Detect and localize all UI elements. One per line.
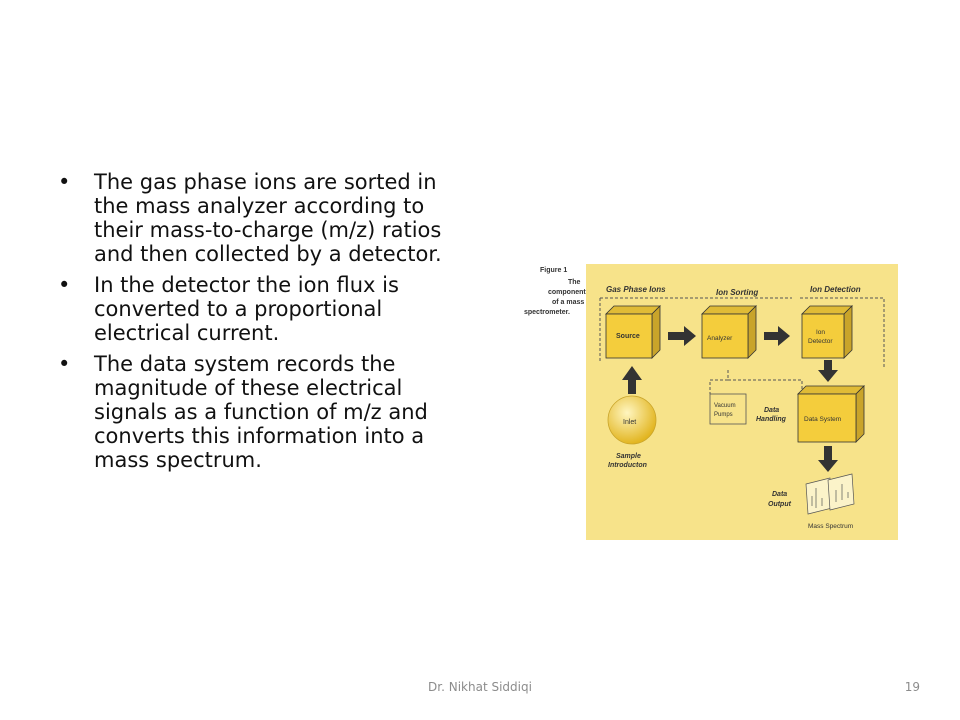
caption-line: Figure 1 — [540, 267, 567, 274]
data-handling-label: Data — [764, 407, 779, 414]
ion-detector-label: Ion — [816, 329, 825, 336]
figure-diagram: Figure 1 The components of a mass spectr… — [524, 264, 898, 540]
data-output-label: Data — [772, 491, 787, 498]
vacuum-pumps-box: Vacuum Pumps — [709, 393, 747, 425]
ion-detector-box: Ion Detector — [801, 305, 853, 359]
dashed-connector — [709, 370, 803, 394]
bullet-item: • In the detector the ion flux is conver… — [58, 273, 399, 345]
data-handling-label: Handling — [756, 416, 787, 423]
caption-line: spectrometer. — [524, 309, 570, 316]
mass-spectrometer-figure: Figure 1 The components of a mass spectr… — [510, 262, 902, 542]
analyzer-label: Analyzer — [707, 335, 733, 342]
arrow-right — [668, 326, 696, 346]
arrow-up — [622, 366, 642, 394]
bullet-item: •The gas phase ions are sorted in the ma… — [58, 170, 442, 266]
analyzer-box: Analyzer — [701, 305, 757, 359]
header-gas-phase-ions: Gas Phase Ions — [606, 285, 666, 294]
figure-caption: Figure 1 The components of a mass spectr… — [524, 267, 590, 316]
bullet-text: The data system records the magnitude of… — [94, 352, 428, 472]
dashed-frame — [599, 297, 885, 368]
bullet-list: •The gas phase ions are sorted in the ma… — [58, 170, 468, 479]
caption-line: of a mass — [552, 299, 584, 306]
inlet-label: Inlet — [623, 419, 636, 426]
arrow-right — [764, 326, 790, 346]
arrow-down — [818, 360, 838, 382]
vacuum-label: Vacuum — [714, 403, 736, 409]
header-ion-detection: Ion Detection — [810, 285, 861, 294]
ion-detector-label: Detector — [808, 338, 833, 345]
bullet-text: In the detector the ion flux is converte… — [94, 273, 399, 345]
inlet-sphere: Inlet — [607, 395, 657, 445]
mass-spectrum-sheets — [805, 473, 855, 515]
source-box: Source — [605, 305, 661, 359]
footer-author: Dr. Nikhat Siddiqi — [428, 680, 532, 694]
page-number: 19 — [904, 680, 920, 694]
caption-line: components — [548, 289, 590, 296]
header-ion-sorting: Ion Sorting — [716, 288, 758, 297]
sample-label: Introducton — [608, 462, 647, 469]
bullet-item: •The data system records the magnitude o… — [58, 352, 428, 472]
data-system-box: Data System — [797, 385, 865, 443]
vacuum-label: Pumps — [714, 412, 733, 418]
sample-label: Sample — [616, 453, 641, 460]
data-output-label: Output — [768, 501, 792, 508]
caption-line: The — [568, 279, 581, 286]
data-system-label: Data System — [804, 416, 841, 423]
flow-arrows — [622, 326, 838, 472]
bullet-text: The gas phase ions are sorted in the mas… — [94, 170, 442, 266]
source-label: Source — [616, 333, 640, 340]
mass-spectrum-label: Mass Spectrum — [808, 523, 853, 530]
arrow-down — [818, 446, 838, 472]
